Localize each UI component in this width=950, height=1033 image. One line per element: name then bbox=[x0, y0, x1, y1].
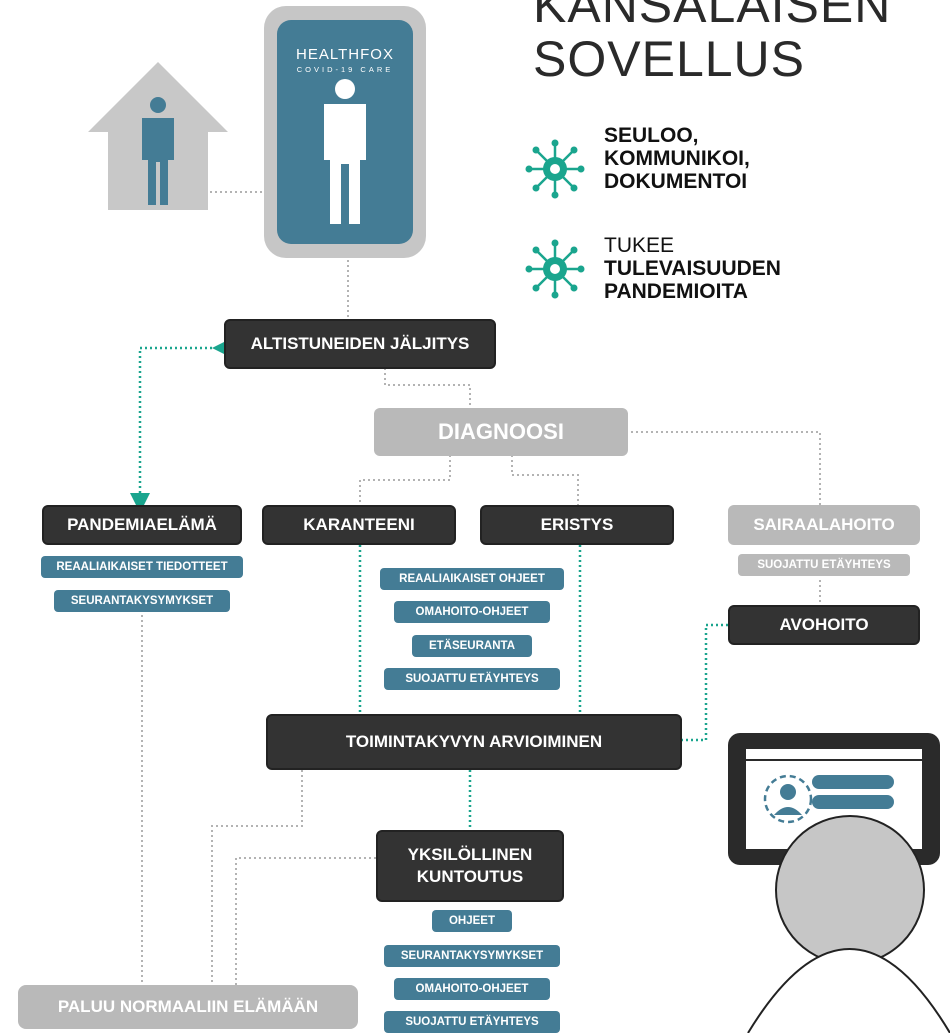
node-individual-rehab: YKSILÖLLINEN KUNTOUTUS bbox=[376, 830, 564, 902]
pill-secure-connection-hospital: SUOJATTU ETÄYHTEYS bbox=[738, 554, 910, 576]
feature-line: PANDEMIOITA bbox=[604, 280, 748, 303]
assessment-return-connector-a bbox=[211, 770, 303, 985]
diagnosis-isolation-connector bbox=[511, 455, 579, 505]
pill-selfcare-instructions: OMAHOITO-OHJEET bbox=[394, 601, 550, 623]
pill-realtime-instructions: REAALIAIKAISET OHJEET bbox=[380, 568, 564, 590]
user-silhouette-icon bbox=[747, 815, 950, 1033]
tracing-diagnosis-connector bbox=[384, 368, 471, 408]
tablet-content-bar bbox=[812, 795, 894, 809]
virus-icon bbox=[525, 239, 585, 299]
person-icon bbox=[324, 79, 366, 224]
pill-follow-up-questions-rehab: SEURANTAKYSYMYKSET bbox=[384, 945, 560, 967]
app-title-line1: KANSALAISEN bbox=[533, 0, 892, 33]
node-exposure-tracing: ALTISTUNEIDEN JÄLJITYS bbox=[224, 319, 496, 369]
pill-secure-connection: SUOJATTU ETÄYHTEYS bbox=[384, 668, 560, 690]
virus-icon bbox=[525, 139, 585, 199]
feature-screening: SEULOO, KOMMUNIKOI, DOKUMENTOI bbox=[604, 124, 750, 193]
diagnosis-hospital-connector bbox=[626, 431, 821, 505]
tablet-content-bar bbox=[812, 775, 894, 789]
node-return-normal-life: PALUU NORMAALIIN ELÄMÄÄN bbox=[18, 985, 358, 1029]
feature-line: TULEVAISUUDEN bbox=[604, 257, 781, 280]
pill-remote-monitoring: ETÄSEURANTA bbox=[412, 635, 532, 657]
node-hospital-care: SAIRAALAHOITO bbox=[728, 505, 920, 545]
node-function-assessment: TOIMINTAKYVYN ARVIOIMINEN bbox=[266, 714, 682, 770]
feature-light-line: TUKEE bbox=[604, 234, 675, 257]
node-isolation: ERISTYS bbox=[480, 505, 674, 545]
feature-line: KOMMUNIKOI, bbox=[604, 147, 750, 170]
pill-selfcare-instructions-rehab: OMAHOITO-OHJEET bbox=[394, 978, 550, 1000]
pill-instructions: OHJEET bbox=[432, 910, 512, 932]
assessment-return-connector-b bbox=[235, 857, 376, 985]
outpatient-assessment-connector bbox=[680, 623, 728, 742]
doctor-avatar-icon bbox=[763, 774, 813, 824]
pill-realtime-announcements: REAALIAIKAISET TIEDOTTEET bbox=[41, 556, 243, 578]
logo-sub: COVID-19 CARE bbox=[296, 65, 394, 74]
node-outpatient-care: AVOHOITO bbox=[728, 605, 920, 645]
phone-mockup: HEALTHFOX COVID-19 CARE bbox=[264, 6, 426, 258]
feature-line: SEULOO, bbox=[604, 124, 699, 147]
node-pandemic-life: PANDEMIAELÄMÄ bbox=[42, 505, 242, 545]
rehab-line1: YKSILÖLLINEN bbox=[407, 845, 533, 864]
pill-secure-connection-rehab: SUOJATTU ETÄYHTEYS bbox=[384, 1011, 560, 1033]
logo-brand: HEALTHFOX bbox=[296, 46, 394, 63]
feature-line: DOKUMENTOI bbox=[604, 170, 748, 193]
healthfox-logo: HEALTHFOX COVID-19 CARE bbox=[277, 46, 413, 74]
house-icon bbox=[88, 62, 228, 210]
app-title-line2: SOVELLUS bbox=[533, 31, 806, 87]
rehab-line2: KUNTOUTUS bbox=[416, 867, 524, 886]
pill-follow-up-questions: SEURANTAKYSYMYKSET bbox=[54, 590, 230, 612]
tablet-top-bar bbox=[746, 759, 922, 761]
node-quarantine: KARANTEENI bbox=[262, 505, 456, 545]
feature-future: TUKEE TULEVAISUUDEN PANDEMIOITA bbox=[604, 234, 781, 303]
tracing-pandemic-connector bbox=[130, 338, 232, 513]
node-diagnosis: DIAGNOOSI bbox=[374, 408, 628, 456]
diagnosis-quarantine-connector bbox=[359, 455, 451, 505]
